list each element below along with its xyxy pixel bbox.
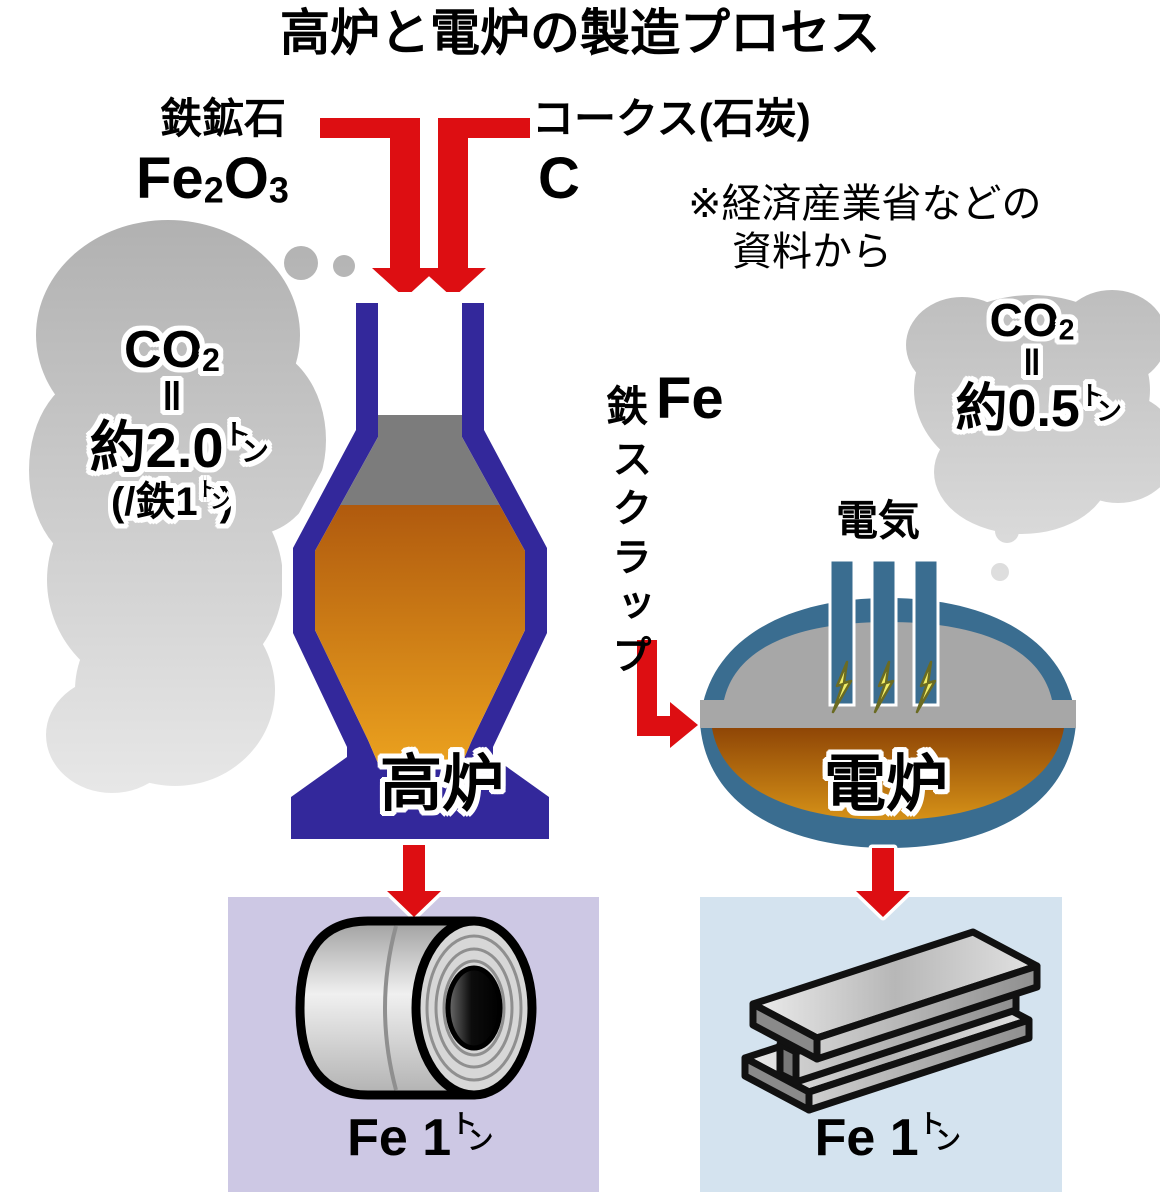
lightning-icon [831, 660, 853, 714]
lightning-icon [915, 660, 937, 714]
smoke-bubble-icon [284, 246, 318, 280]
equals-mark: ‖ [1023, 342, 1041, 384]
smoke-bubble-icon [995, 519, 1019, 543]
electric-furnace-label: 電炉 [823, 750, 948, 819]
source-note-line2: 資料から [732, 230, 892, 274]
scrap-formula: Fe [656, 366, 724, 431]
lightning-icon [873, 660, 895, 714]
source-note: ※経済産業省などの 資料から [688, 180, 1042, 276]
scrap-katakana: スクラップ [606, 438, 651, 683]
left-co2-cloud [29, 220, 355, 793]
ton-unit: トン [223, 419, 269, 467]
molten-steel [712, 728, 1064, 820]
smoke-bubble-icon [991, 563, 1009, 581]
blast-furnace-label: 高炉 [379, 750, 504, 819]
smoke-bubble-icon [991, 486, 1019, 514]
source-note-line1: ※経済産業省などの [688, 182, 1042, 226]
electric-furnace-illustration [700, 558, 1076, 848]
steel-coil-illustration [295, 916, 537, 1100]
smoke-bubble-icon [333, 255, 355, 277]
blast-output-arrow [383, 841, 445, 921]
ton-unit: トン [1079, 380, 1122, 427]
page-title: 高炉と電炉の製造プロセス [280, 5, 880, 61]
scrap-arrow [634, 637, 701, 751]
right-co2-cloud [906, 290, 1160, 581]
iron-ore-formula: Fe2O3 [136, 146, 289, 211]
iron-ore-arrow [320, 118, 438, 298]
ton-unit: トン [197, 479, 231, 514]
ton-unit: トン [918, 1109, 961, 1155]
electricity-label: 電気 [836, 497, 921, 544]
ton-unit: トン [451, 1109, 494, 1155]
equals-mark: ‖ [162, 375, 182, 420]
scrap-kanji: 鉄 [606, 383, 649, 430]
coke-label: コークス(石炭) [532, 95, 811, 142]
iron-ore-label: 鉄鉱石 [160, 95, 287, 142]
coke-formula: C [538, 146, 580, 211]
coke-arrow [420, 118, 530, 298]
electric-output-arrow [852, 844, 914, 921]
h-beam-illustration [741, 928, 1041, 1114]
blast-furnace-illustration [280, 292, 560, 850]
